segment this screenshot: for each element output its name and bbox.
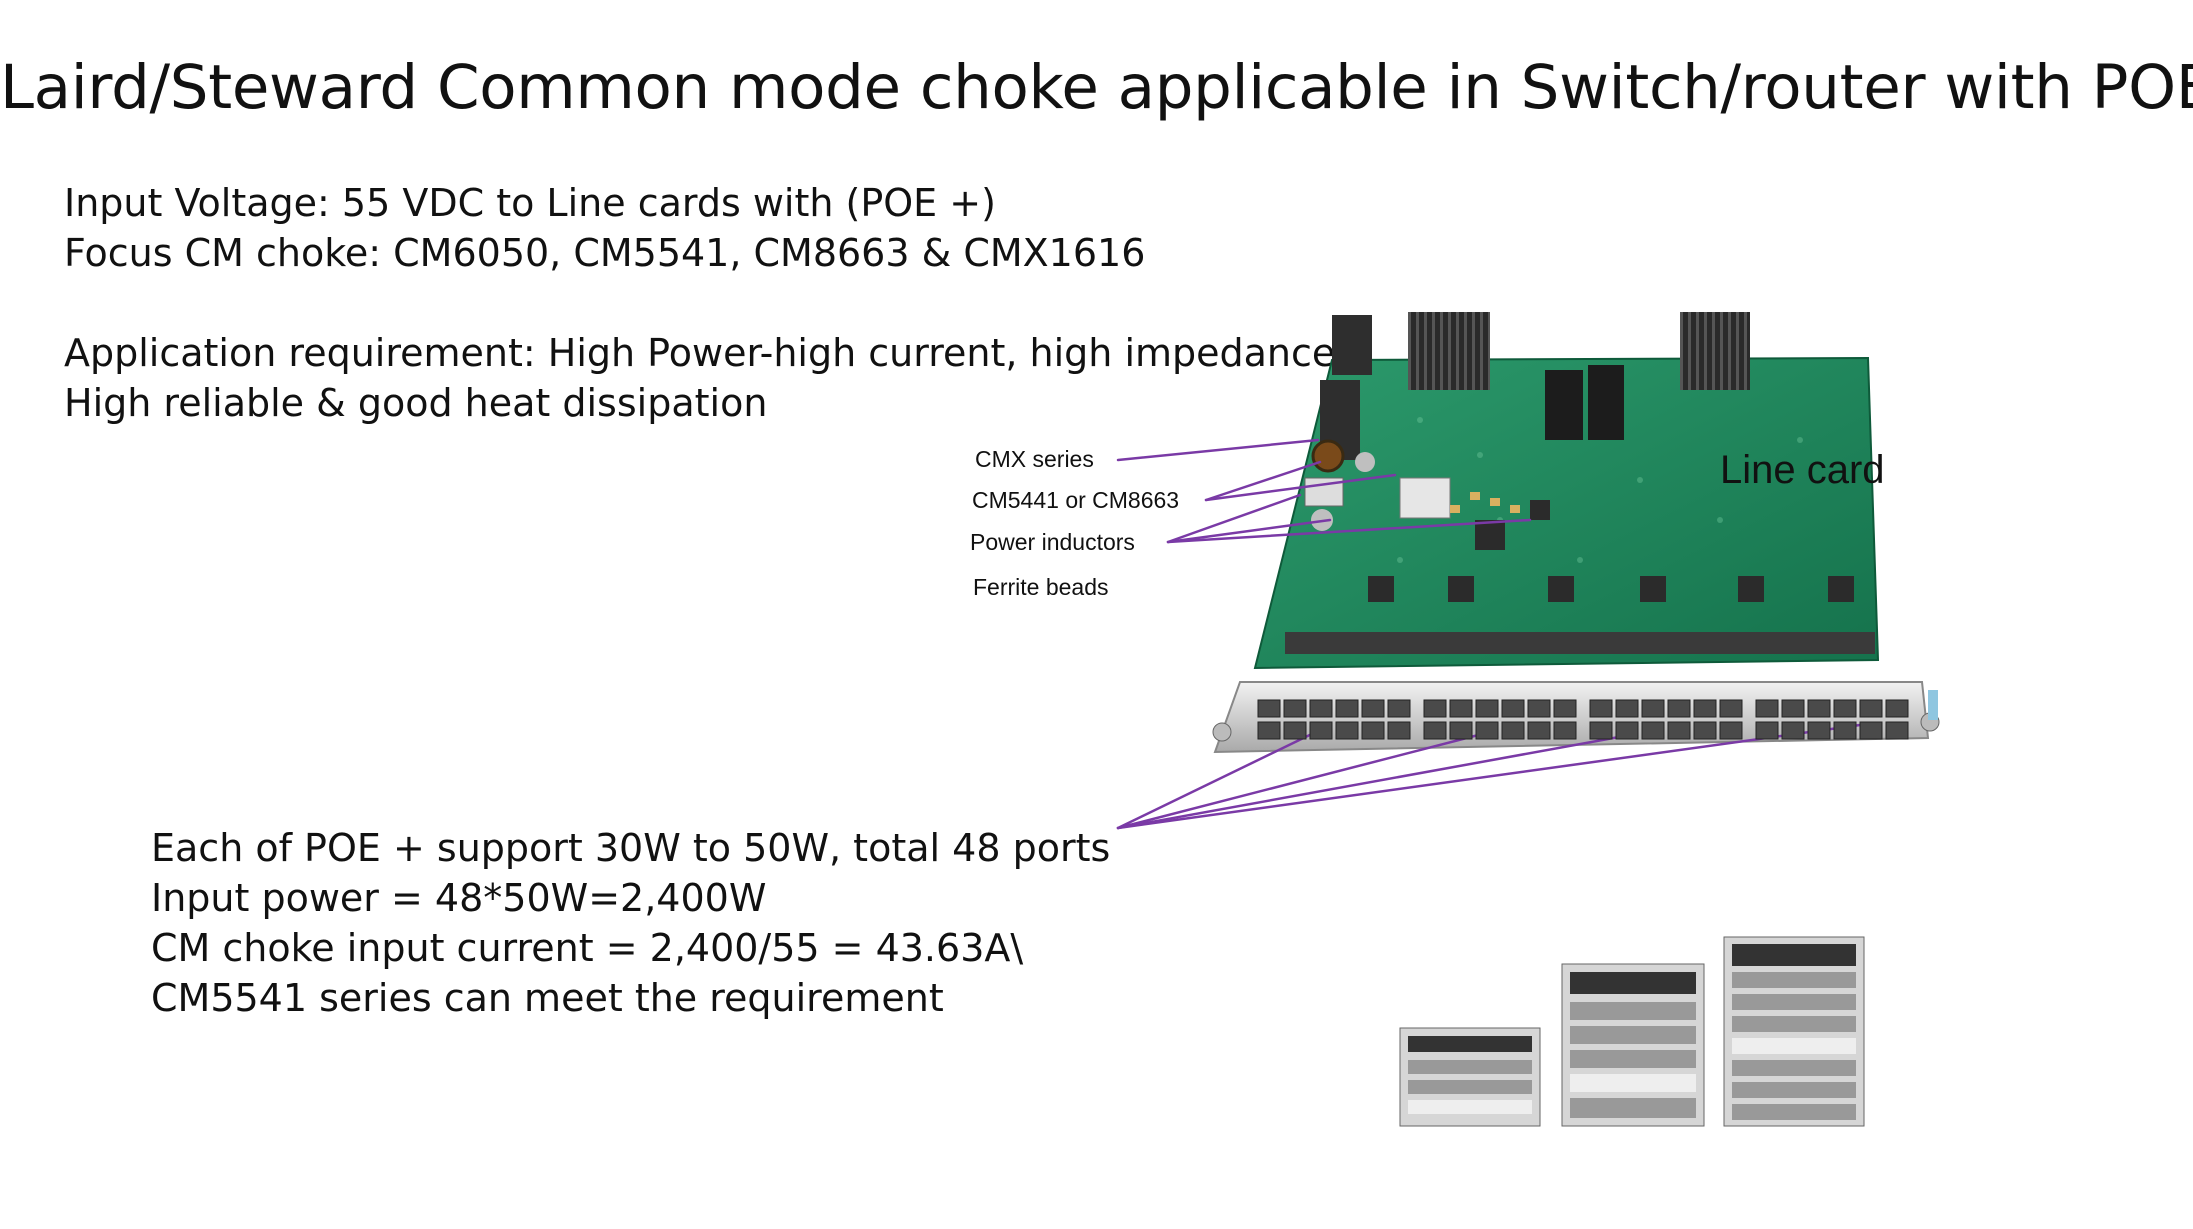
rj45-port	[1833, 721, 1857, 740]
heatsink-1	[1408, 312, 1490, 390]
rj45-port	[1807, 699, 1831, 718]
rj45-port	[1755, 721, 1779, 740]
rj45-port	[1807, 721, 1831, 740]
rj45-port	[1693, 721, 1717, 740]
rj45-port	[1641, 699, 1665, 718]
rj45-port	[1335, 721, 1359, 740]
rj45-port	[1361, 699, 1385, 718]
conclusion-text: CM5541 series can meet the requirement	[151, 976, 944, 1020]
calculation-block: Each of POE + support 30W to 50W, total …	[151, 823, 1110, 1023]
callout-power-inductors: Power inductors	[970, 529, 1135, 555]
heatsink-2	[1680, 312, 1750, 390]
rj45-port	[1589, 699, 1613, 718]
chassis-large	[1723, 936, 1865, 1127]
line-card-label: Line card	[1720, 448, 1885, 492]
rj45-port	[1501, 699, 1525, 718]
rj45-port	[1641, 721, 1665, 740]
rj45-port	[1309, 721, 1333, 740]
rj45-port	[1501, 721, 1525, 740]
input-current-text: CM choke input current = 2,400/55 = 43.6…	[151, 926, 1024, 970]
callout-ferrite-beads: Ferrite beads	[973, 574, 1109, 600]
rj45-port	[1781, 699, 1805, 718]
input-voltage-text: Input Voltage: 55 VDC to Line cards with…	[64, 181, 996, 225]
callout-cmx-series: CMX series	[975, 446, 1094, 472]
callout-cm5441-or-cm8663: CM5441 or CM8663	[972, 487, 1180, 513]
cmx-choke	[1311, 439, 1345, 473]
rj45-port	[1885, 721, 1909, 740]
rj45-port	[1283, 721, 1307, 740]
rj45-port	[1833, 699, 1857, 718]
rj45-port	[1719, 699, 1743, 718]
chassis-medium	[1561, 963, 1705, 1127]
rj45-port	[1257, 721, 1281, 740]
rj45-port	[1553, 721, 1577, 740]
rj45-port	[1283, 699, 1307, 718]
rj45-port	[1615, 721, 1639, 740]
rj45-port	[1449, 721, 1473, 740]
input-power-text: Input power = 48*50W=2,400W	[151, 876, 767, 920]
rj45-port	[1423, 721, 1447, 740]
rj45-port	[1589, 721, 1613, 740]
rj45-port	[1885, 699, 1909, 718]
rj45-port	[1475, 699, 1499, 718]
rj45-port	[1361, 721, 1385, 740]
rj45-port	[1387, 721, 1411, 740]
rj45-port	[1387, 699, 1411, 718]
rj45-port	[1335, 699, 1359, 718]
rj45-port	[1693, 699, 1717, 718]
rj45-port	[1309, 699, 1333, 718]
heatsink-4	[1588, 365, 1624, 440]
rj45-port	[1719, 721, 1743, 740]
rj45-port	[1475, 721, 1499, 740]
reliability-text: High reliable & good heat dissipation	[64, 381, 768, 425]
rj45-port	[1527, 721, 1551, 740]
slide-title: Laird/Steward Common mode choke applicab…	[0, 52, 2193, 123]
application-block: Application requirement: High Power-high…	[64, 328, 1335, 428]
rj45-port	[1667, 699, 1691, 718]
rj45-port	[1755, 699, 1779, 718]
rj45-port	[1257, 699, 1281, 718]
chassis-small	[1399, 1027, 1541, 1127]
application-requirement-text: Application requirement: High Power-high…	[64, 331, 1336, 375]
rj45-port	[1615, 699, 1639, 718]
rj45-port	[1781, 721, 1805, 740]
rj45-port	[1423, 699, 1447, 718]
heatsink-3	[1545, 370, 1583, 440]
spec-block: Input Voltage: 55 VDC to Line cards with…	[64, 178, 1145, 278]
rj45-port	[1667, 721, 1691, 740]
rj45-port	[1449, 699, 1473, 718]
rj45-port	[1553, 699, 1577, 718]
focus-choke-text: Focus CM choke: CM6050, CM5541, CM8663 &…	[64, 231, 1146, 275]
rj45-port	[1527, 699, 1551, 718]
per-port-power-text: Each of POE + support 30W to 50W, total …	[151, 826, 1111, 870]
rj45-port	[1859, 721, 1883, 740]
rj45-port	[1859, 699, 1883, 718]
